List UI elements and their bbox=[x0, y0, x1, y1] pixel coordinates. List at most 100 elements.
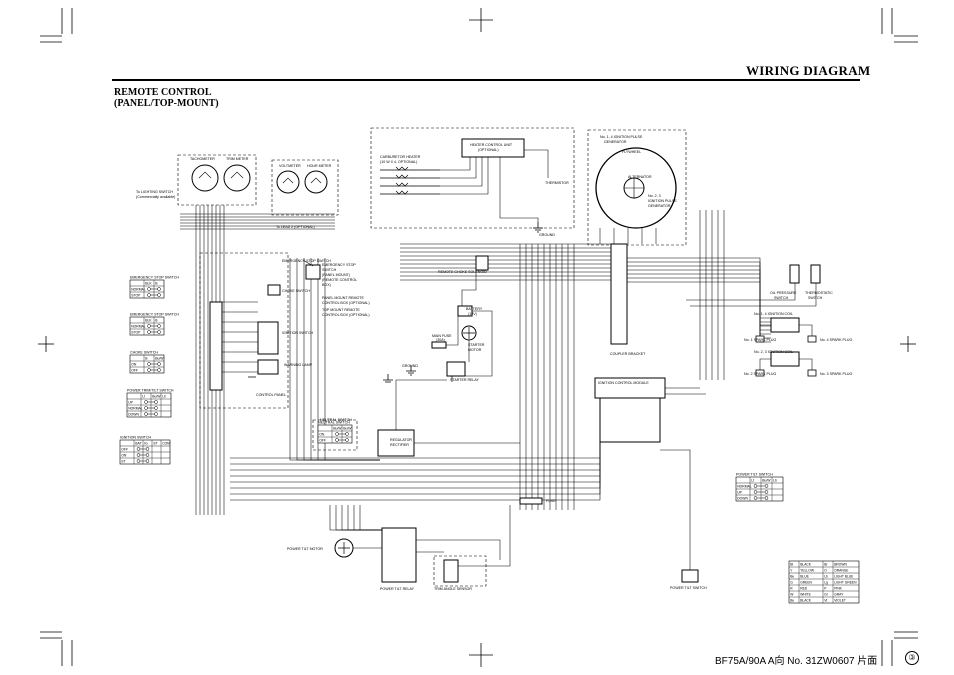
coupler-bracket bbox=[610, 243, 628, 345]
label-main-fuse-b: (30A) bbox=[436, 338, 445, 342]
switch-table-title: NEUTRAL SWITCH bbox=[318, 421, 350, 425]
switch-table-row: ON bbox=[131, 363, 137, 367]
label-emergency-stop-b: SWITCH bbox=[322, 268, 337, 272]
hour-meter-gauge bbox=[304, 170, 328, 194]
switch-table-col: Lb bbox=[162, 395, 166, 399]
label-emergency-stop-c: (PANEL MOUNT) bbox=[322, 273, 350, 277]
diagram-subtitle-line1: REMOTE CONTROL bbox=[114, 87, 212, 98]
legend-cell: LIGHT BLUE bbox=[834, 575, 854, 579]
switch-table-col: Lt bbox=[142, 395, 145, 399]
legend-cell: G bbox=[790, 581, 793, 585]
label-choke-switch-lbl: CHOKE SWITCH bbox=[282, 289, 310, 293]
label-warning-lamp: WARNING LAMP bbox=[284, 363, 313, 367]
label-to-lighting-note: (Commercially available) bbox=[136, 195, 175, 199]
label-panel-mount: PANEL MOUNT REMOTE bbox=[322, 296, 364, 300]
switch-table-row: ON bbox=[121, 454, 127, 458]
emergency-stop-switch-panel bbox=[305, 264, 321, 280]
label-coil-14: No. 1, 4 IGNITION COIL bbox=[754, 312, 793, 316]
switch-table-title: IGNITION SWITCH bbox=[120, 436, 152, 440]
flywheel-ring bbox=[595, 147, 677, 229]
legend-cell: Br bbox=[824, 563, 828, 567]
title-rule bbox=[112, 79, 860, 81]
switch-table-col: B bbox=[155, 282, 158, 286]
regulator-rectifier bbox=[377, 429, 415, 457]
legend-cell: P bbox=[824, 587, 827, 591]
switch-table-col: BLK bbox=[145, 319, 152, 323]
switch-table-col: Bu/W bbox=[152, 395, 161, 399]
label-pulse-gen-4b: GENERATOR bbox=[604, 140, 627, 144]
switch-table-title: CHOKE SWITCH bbox=[130, 351, 158, 355]
voltmeter-gauge bbox=[276, 170, 300, 194]
power-tilt-switch-unit bbox=[681, 569, 699, 583]
switch-table-title: EMERGENCY STOP SWITCH bbox=[130, 276, 179, 280]
switch-table-col: Bu/W bbox=[343, 427, 352, 431]
main-fuse bbox=[431, 341, 447, 349]
remote-choke-solenoid bbox=[475, 255, 489, 271]
label-emergency-stop-e: BOX) bbox=[322, 283, 331, 287]
switch-table-col: IG bbox=[144, 442, 148, 446]
legend-cell: R bbox=[790, 587, 793, 591]
label-starter-motor: STARTER bbox=[468, 343, 485, 347]
label-plug1: No. 1 SPARK PLUG bbox=[744, 338, 776, 342]
neutral-switch-box bbox=[312, 419, 358, 451]
label-starter-relay: STARTER RELAY bbox=[450, 378, 480, 382]
label-power-tilt-motor: POWER TILT MOTOR bbox=[287, 547, 323, 551]
switch-table-col: BLK bbox=[145, 282, 152, 286]
switch-table-title: POWER TILT SWITCH bbox=[736, 473, 773, 477]
label-top-mount-b: CONTROL BOX (OPTIONAL) bbox=[322, 313, 370, 317]
ignition-switch-block bbox=[257, 321, 279, 355]
legend-cell: W bbox=[790, 593, 794, 597]
label-to-lighting-switch: To LIGHTING SWITCH bbox=[136, 190, 173, 194]
legend-cell: ORANGE bbox=[834, 569, 849, 573]
page-number: ③ bbox=[905, 651, 919, 665]
legend-cell: BLACK bbox=[800, 599, 812, 603]
label-remote-choke: REMOTE CHOKE SOLENOID bbox=[438, 270, 487, 274]
trim-meter-gauge bbox=[223, 164, 251, 192]
switch-table-col: Bu/W bbox=[333, 427, 342, 431]
model-code: BF75A/90A A向 No. 31ZW0607 片面 bbox=[715, 656, 878, 667]
label-oil-pressure: OIL PRESSURE bbox=[770, 291, 797, 295]
label-coupler-bracket: COUPLER BRACKET bbox=[610, 352, 646, 356]
label-alternator: ALTERNATOR bbox=[628, 175, 652, 179]
trim-sensor-box bbox=[433, 555, 487, 587]
label-top-mount: TOP MOUNT REMOTE bbox=[322, 308, 360, 312]
spark-plugs bbox=[755, 335, 817, 377]
legend-cell: Bl bbox=[790, 563, 793, 567]
label-tachometer: TACHOMETER bbox=[190, 157, 215, 161]
label-flywheel: FLYWHEEL bbox=[622, 150, 641, 154]
legend-cell: Bu bbox=[790, 599, 794, 603]
oil-pressure-switch bbox=[789, 264, 800, 284]
legend-cell: GRAY bbox=[834, 593, 844, 597]
registration-marks bbox=[38, 8, 918, 667]
thermostatic-switch bbox=[810, 264, 821, 284]
switch-table-col: Lt bbox=[751, 479, 754, 483]
label-to-lead-2: To LEAD 2 (OPTIONAL) bbox=[276, 225, 315, 229]
ground-symbols bbox=[383, 222, 543, 383]
diagram-subtitle-line2: (PANEL/TOP-MOUNT) bbox=[114, 98, 219, 109]
warning-lamp-block bbox=[257, 359, 279, 375]
label-emergency-switch-top: EMERGENCY STOP SWITCH bbox=[282, 259, 331, 263]
label-regulator: REGULATOR bbox=[390, 438, 412, 442]
icm-connector-row bbox=[599, 397, 661, 443]
label-trim-meter: TRIM METER bbox=[226, 157, 249, 161]
switch-table-col: B bbox=[145, 357, 148, 361]
label-coil-23: No. 2, 3 IGNITION COIL bbox=[754, 350, 793, 354]
label-pulse-gen-4: No. 1, 4 IGNITION PULSE bbox=[600, 135, 643, 139]
heater-control-unit bbox=[461, 138, 525, 158]
label-starter-motor-b: MOTOR bbox=[468, 348, 482, 352]
control-panel-connector bbox=[209, 301, 223, 391]
label-oil-pressure-b: SWITCH bbox=[774, 296, 789, 300]
switch-table-row: ON bbox=[319, 433, 325, 437]
legend-cell: LIGHT GREEN bbox=[834, 581, 857, 585]
ignition-pulse-box bbox=[587, 129, 687, 246]
label-thermostatic-b: SWITCH bbox=[808, 296, 823, 300]
ignition-coil-14 bbox=[770, 317, 800, 333]
meter-panel-box-right bbox=[271, 159, 339, 216]
